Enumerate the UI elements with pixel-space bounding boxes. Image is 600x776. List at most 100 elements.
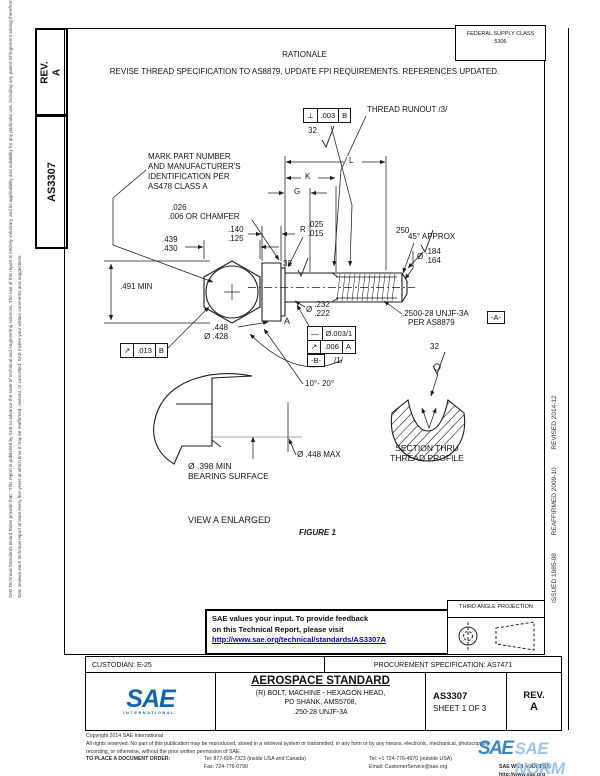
number-cell: AS3307 SHEET 1 OF 3	[426, 673, 507, 730]
chamfer-note-line1: .026	[171, 203, 187, 212]
sae-norm-watermark: SAE SAE NORM INTERNATIONAL.	[478, 738, 600, 776]
edge-dates: ISSUED 1985-08 REAFFIRMED 2009-10 REVISE…	[551, 395, 558, 603]
custodian: CUSTODIAN: E-25	[86, 657, 325, 673]
straightness-icon: —	[308, 327, 323, 340]
fax: Fax: 724-776-0790	[204, 764, 248, 771]
copyright-line: Copyright 2014 SAE International	[86, 733, 163, 739]
finish-32-section: 32	[430, 342, 439, 351]
dim-fillet-radius: R .025 .015	[300, 220, 324, 238]
order-row1: TO PLACE A DOCUMENT ORDER: Tel: 877-606-…	[86, 756, 566, 764]
feedback-line1: SAE values your input. To provide feedba…	[212, 614, 369, 623]
fsc-value: 5306	[494, 39, 507, 46]
reaffirmed-date: REAFFIRMED 2009-10	[551, 467, 558, 536]
section-view	[390, 351, 466, 462]
document-title: (R) BOLT, MACHINE - HEXAGON HEAD, PD SHA…	[255, 690, 386, 716]
leader-lines	[112, 115, 434, 385]
order-label: TO PLACE A DOCUMENT ORDER:	[86, 756, 171, 763]
tel-outside: Tel: +1 724-776-4970 (outside USA)	[369, 756, 452, 763]
rationale-text: REVISE THREAD SPECIFICATION TO AS8879, U…	[109, 67, 500, 76]
dim-G: G	[292, 187, 303, 197]
mark-note-line2: AND MANUFACTURER'S	[148, 162, 241, 171]
sae-logo-text: SAE	[126, 684, 175, 713]
watermark-sae-logo: SAE	[478, 738, 514, 759]
third-angle-projection-icon	[458, 621, 535, 651]
dim-shank-diameter: Ø .232 .222	[306, 300, 330, 318]
fcf-perpendicularity: ⊥ .003 B	[303, 108, 352, 123]
issued-date: ISSUED 1985-08	[551, 553, 558, 603]
fsc-label: FEDERAL SUPPLY CLASS	[466, 31, 535, 37]
diameter-icon: Ø	[306, 305, 313, 315]
dim-K: K	[303, 172, 313, 182]
chamfer-note-line2: .006 OR CHAMFER	[168, 212, 240, 222]
rev-label: REV.	[39, 60, 51, 84]
standard-type: AEROSPACE STANDARD	[251, 675, 390, 687]
finish-250: 250	[396, 226, 410, 235]
doc-number-box: AS3307	[35, 115, 68, 249]
view-a-enlarged	[153, 373, 302, 465]
rev-cell: REV. A	[523, 690, 545, 713]
thread-runout-note: THREAD RUNOUT /3/	[367, 105, 448, 114]
figure-caption: FIGURE 1	[299, 528, 336, 537]
left-disclaimer-bottom: SAE reviews each technical report at lea…	[17, 254, 22, 598]
left-disclaimer-top: SAE Technical Standards Board Rules prov…	[8, 0, 13, 598]
rev-value: A	[51, 68, 63, 76]
rights-line2: recording, or otherwise, without the pri…	[86, 748, 241, 755]
title-block: SAE INTERNATIONAL. AEROSPACE STANDARD (R…	[85, 672, 562, 731]
feedback-box: SAE values your input. To provide feedba…	[205, 609, 452, 655]
angle-45-approx: 45° APPROX	[408, 232, 456, 241]
rights-line1: All rights reserved. No part of this pub…	[86, 740, 491, 747]
outer-right-border	[568, 28, 569, 730]
perpendicularity-icon: ⊥	[304, 109, 318, 122]
mark-note-line1: MARK PART NUMBER	[148, 152, 231, 161]
document-number: AS3307	[433, 690, 468, 702]
view-arrow-label: A	[284, 316, 291, 326]
datum-b-note: /1/	[334, 356, 343, 365]
dim-across-corners: .491 MIN	[118, 282, 155, 292]
datum-a: -A-	[487, 311, 505, 324]
doc-number: AS3307	[45, 162, 58, 202]
front-view	[203, 260, 261, 324]
datum-b: -B-	[307, 354, 325, 367]
projection-box: THIRD ANGLE PROJECTION	[447, 600, 545, 655]
finish-32-shank: 32	[283, 259, 292, 268]
dim-head-height: .140 .125	[228, 225, 244, 243]
procurement-spec: PROCUREMENT SPECIFICATION: AS7471	[373, 661, 513, 669]
tel-inside: Tel: 877-606-7323 (inside USA and Canada…	[204, 756, 306, 763]
view-a-caption: VIEW A ENLARGED	[188, 515, 271, 525]
dim-point-diameter: Ø .184 .164	[417, 247, 441, 265]
diameter-icon: Ø	[417, 252, 424, 262]
dimension-lines	[104, 156, 387, 324]
fcf-stack: — Ø.003/1 ↗ .006 A	[307, 326, 357, 354]
fcf-straightness: — Ø.003/1	[307, 326, 357, 340]
projection-title: THIRD ANGLE PROJECTION	[448, 601, 544, 618]
sae-logo: SAE INTERNATIONAL.	[86, 673, 216, 730]
title-cell: AEROSPACE STANDARD (R) BOLT, MACHINE - H…	[216, 673, 426, 730]
bearing-surface-note: Ø .398 MIN BEARING SURFACE	[188, 461, 269, 481]
federal-supply-class-box: FEDERAL SUPPLY CLASS 5306	[455, 25, 546, 61]
footer: Copyright 2014 SAE International All rig…	[86, 733, 566, 776]
chamfer-note: .026 .006 OR CHAMFER	[168, 203, 240, 221]
angle-10-20: 10°- 20°	[305, 379, 335, 388]
email: Email: CustomerService@sae.org	[369, 764, 448, 771]
dim-448-max: Ø .448 MAX	[297, 450, 341, 459]
section-caption: SECTION THRU THREAD PROFILE	[390, 443, 464, 463]
feedback-line2: on this Technical Report, please visit	[212, 624, 344, 634]
rationale-title: RATIONALE	[282, 50, 327, 59]
thread-callout: .2500-28 UNJF-3A PER AS8879	[402, 309, 469, 328]
side-view	[248, 262, 415, 322]
dim-L: L	[347, 156, 356, 166]
mark-note-line4: AS478 CLASS A	[148, 182, 208, 191]
dim-across-flats: .439 .430	[162, 235, 178, 253]
fcf-runout-shank: ↗ .006 A	[307, 339, 357, 354]
fcf-runout-head: ↗ .013 B	[120, 343, 168, 358]
order-row2: Fax: 724-776-0790 Email: CustomerService…	[86, 764, 566, 776]
feedback-link[interactable]: http://www.sae.org/technical/standards/A…	[212, 635, 386, 644]
revised-date: REVISED 2014-12	[551, 395, 558, 450]
sae-logo-sub: INTERNATIONAL.	[123, 710, 178, 716]
finish-32-thread: 32	[308, 126, 317, 135]
runout-icon: ↗	[121, 344, 135, 357]
sheet-number: SHEET 1 OF 3	[433, 703, 487, 713]
watermark-text: SAE NORM	[514, 739, 565, 776]
rev-box: REV. A	[35, 28, 68, 116]
